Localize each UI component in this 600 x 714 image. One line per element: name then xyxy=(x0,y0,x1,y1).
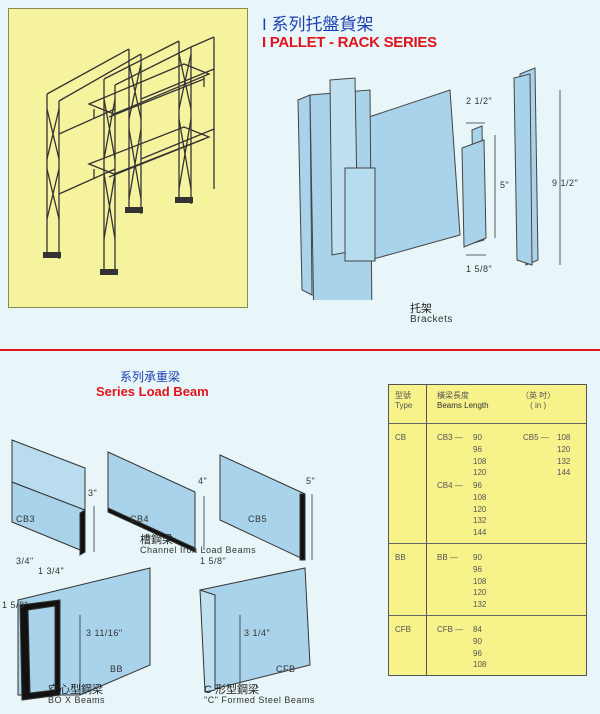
load-beam-title-en: Series Load Beam xyxy=(96,384,209,399)
box-caption-en: BO X Beams xyxy=(48,695,106,705)
column-divider xyxy=(426,385,427,675)
rack-drawing-icon xyxy=(43,36,215,275)
header-type-zh: 型號 xyxy=(395,391,411,400)
length-value: 144 xyxy=(473,528,487,538)
dim-bb-height: 3 11/16" xyxy=(86,628,123,638)
beams-drawing-icon xyxy=(11,439,313,701)
length-value: 96 xyxy=(473,444,482,454)
length-value: 132 xyxy=(473,600,487,610)
label-bb: BB xyxy=(110,664,124,674)
type-cell: CB xyxy=(395,433,407,442)
dim-cfb-height: 3 1/4" xyxy=(244,628,271,638)
header-length-en: Beams Length xyxy=(437,401,489,410)
c-caption-en: "C" Formed Steel Beams xyxy=(204,695,315,705)
length-value: 120 xyxy=(473,468,487,478)
header-type-en: Type xyxy=(395,401,413,410)
dim-cfb-top: 1 5/8" xyxy=(200,556,227,566)
box-caption-zh: 空心型鋼梁 xyxy=(48,684,103,696)
label-cb3: CB3 xyxy=(16,514,36,524)
length-value: 90 xyxy=(473,553,482,562)
title-en: I PALLET - RACK SERIES xyxy=(262,34,437,51)
length-value: 120 xyxy=(473,588,487,598)
dim-bracket-base: 1 5/8" xyxy=(466,264,493,274)
type-cell: BB xyxy=(395,553,406,562)
length-values: 84 90 96 108 xyxy=(473,624,486,671)
table-row-cb: CB CB3 — 90 96 108 120 CB4 — 96 108 120 132 144… xyxy=(389,423,586,544)
dim-bb-side: 1 5/8" xyxy=(2,600,29,610)
length-values: 108 120 132 144 xyxy=(557,432,570,479)
length-values: 90 96 108 120 xyxy=(473,432,486,479)
length-value: 96 xyxy=(473,648,482,658)
length-values: 90 96 108 120 132 xyxy=(473,552,486,611)
length-value: 132 xyxy=(473,516,487,526)
header-unit: （英 吋）( in ) xyxy=(521,391,555,411)
length-value: 132 xyxy=(557,456,571,466)
brackets-drawing-icon xyxy=(297,67,561,300)
length-value: 108 xyxy=(473,456,487,466)
dim-cb3: 3" xyxy=(88,488,98,498)
length-value: 108 xyxy=(473,576,487,586)
length-value: 90 xyxy=(473,636,482,646)
dim-cb4: 4" xyxy=(198,476,208,486)
length-value: 120 xyxy=(557,444,571,454)
brackets-caption-zh: 托架 xyxy=(410,303,432,315)
label-cb5: CB5 xyxy=(248,514,268,524)
length-value: 96 xyxy=(473,564,482,574)
table-row-bb: BB BB — 90 96 108 120 132 xyxy=(389,543,586,616)
header-unit-zh: （英 吋） xyxy=(521,391,556,400)
group-prefix: BB — xyxy=(437,553,458,562)
length-value: 84 xyxy=(473,625,482,634)
group-prefix: CB5 — xyxy=(523,433,549,442)
group-prefix: CB4 — xyxy=(437,481,463,490)
type-cell: CFB xyxy=(395,625,411,634)
dim-bb-top: 3/4" xyxy=(16,556,34,566)
table-row-cfb: CFB CFB — 84 90 96 108 xyxy=(389,615,586,676)
dim-bb-lip: 1 3/4" xyxy=(38,566,65,576)
label-cfb: CFB xyxy=(276,664,296,674)
brackets-caption-en: Brackets xyxy=(410,314,453,325)
channel-caption-zh: 槽鋼梁 xyxy=(140,534,173,546)
header-length-zh: 橫梁長度 xyxy=(437,391,469,400)
channel-caption-en: Channel Iron Load Beams xyxy=(140,545,257,555)
title-zh: I 系列托盤貨架 xyxy=(262,15,374,34)
length-values: 96 108 120 132 144 xyxy=(473,480,486,539)
c-caption-zh: C 形型鋼梁 xyxy=(204,684,259,696)
length-value: 108 xyxy=(557,433,571,442)
group-prefix: CFB — xyxy=(437,625,464,634)
header-unit-en: ( in ) xyxy=(530,401,547,410)
dim-bracket-height-small: 5" xyxy=(500,180,510,190)
pallet-rack-illustration xyxy=(8,8,248,308)
load-beam-title-zh: 系列承重梁 xyxy=(120,370,181,384)
dim-bracket-height-large: 9 1/2" xyxy=(552,178,579,188)
length-value: 120 xyxy=(473,504,487,514)
section-divider xyxy=(0,349,600,351)
length-value: 108 xyxy=(473,660,487,670)
length-value: 90 xyxy=(473,433,482,442)
label-cb4: CB4 xyxy=(130,514,150,524)
length-value: 144 xyxy=(557,468,571,478)
length-value: 108 xyxy=(473,492,487,502)
dim-bracket-width: 2 1/2" xyxy=(466,96,493,106)
length-value: 96 xyxy=(473,481,482,490)
dim-cb5: 5" xyxy=(306,476,316,486)
group-prefix: CB3 — xyxy=(437,433,463,442)
